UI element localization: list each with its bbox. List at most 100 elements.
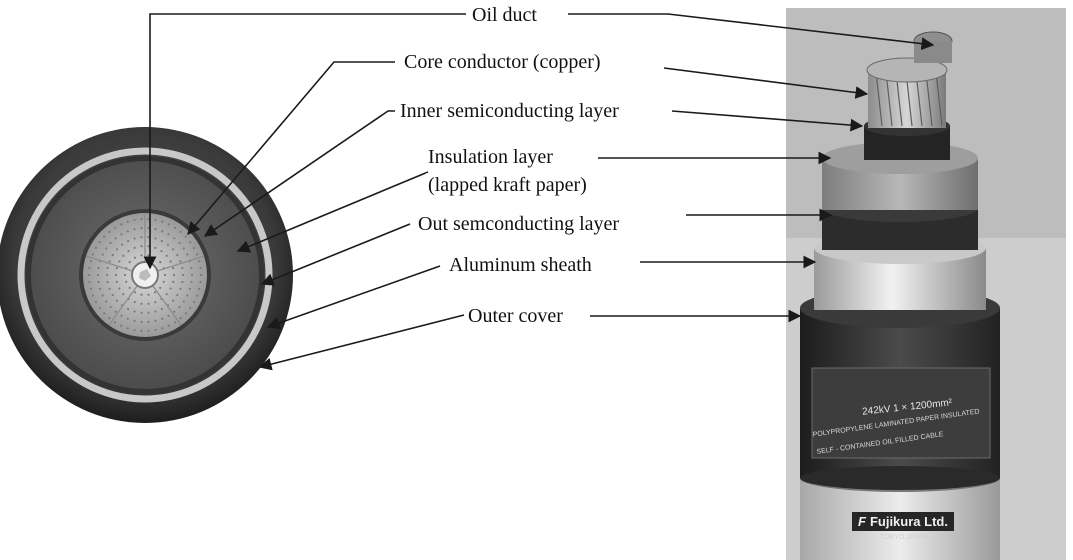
core-strand-dot <box>178 305 181 309</box>
core-strand-dot <box>108 317 111 320</box>
core-strand-dot <box>179 317 182 320</box>
core-strand-dot <box>125 280 128 283</box>
core-strand-dot <box>133 218 136 222</box>
core-strand-dot <box>113 321 117 324</box>
core-strand-dot <box>122 293 125 296</box>
leader-sheath-left <box>266 265 441 330</box>
core-strand-dot <box>172 267 175 270</box>
core-strand-dot <box>186 294 189 297</box>
core-strand-dot <box>133 328 136 332</box>
core-strand-dot <box>199 273 203 277</box>
leader-insulation-left <box>236 171 429 253</box>
core-strand-dot <box>103 312 106 315</box>
brand-f-icon: F <box>858 514 866 529</box>
core-strand-dot <box>140 329 143 332</box>
core-strand-dot <box>140 293 143 296</box>
core-strand-dot <box>126 220 129 223</box>
core-strand-dot <box>172 280 175 283</box>
core-strand-dot <box>121 243 124 246</box>
core-strand-dot <box>161 230 164 233</box>
core-strand-dot <box>147 302 150 305</box>
core-strand-dot <box>140 302 143 305</box>
label-oil-duct: Oil duct <box>470 3 539 27</box>
core-strand-dot <box>109 305 112 309</box>
core-strand-dot <box>140 227 143 230</box>
core-strand-dot <box>123 273 127 277</box>
core-strand-dot <box>126 317 129 320</box>
core-strand-dot <box>115 299 118 302</box>
core-strand-dot <box>96 273 100 277</box>
label-insulation-line1: Insulation layer <box>426 145 555 169</box>
core-strand-dot <box>172 248 175 251</box>
cable-side-photo-drawing <box>786 8 1066 560</box>
core-strand-dot <box>162 280 165 283</box>
core-strand-dot <box>94 300 97 304</box>
core-strand-dot <box>154 246 157 249</box>
core-strand-dot <box>193 246 196 250</box>
core-strand-dot <box>111 293 114 297</box>
core-strand-dot <box>115 267 118 270</box>
core-strand-dot <box>161 327 164 330</box>
core-strand-dot <box>99 287 102 290</box>
core-strand-dot <box>154 237 157 240</box>
core-strand-dot <box>147 227 150 230</box>
core-strand-dot <box>173 226 177 229</box>
core-strand-dot <box>147 320 150 323</box>
core-strand-dot <box>189 306 192 309</box>
core-strand-dot <box>169 287 172 290</box>
core-strand-dot <box>199 266 202 270</box>
core-strand-dot <box>114 273 118 277</box>
core-strand-dot <box>133 291 137 294</box>
core-strand-dot <box>154 228 157 231</box>
core-strand-dot <box>181 273 185 277</box>
core-strand-dot <box>88 266 91 270</box>
core-strand-dot <box>165 254 168 257</box>
core-strand-dot <box>186 253 189 256</box>
core-strand-dot <box>89 260 92 263</box>
core-strand-dot <box>133 237 136 240</box>
core-strand-dot <box>98 306 101 309</box>
core-strand-dot <box>133 256 137 259</box>
leader-inner-right <box>671 110 864 132</box>
core-strand-dot <box>108 287 111 290</box>
core-strand-dot <box>133 301 136 304</box>
photo-label-band <box>811 367 991 459</box>
core-strand-dot <box>114 237 117 240</box>
core-strand-dot <box>140 245 143 248</box>
core-strands <box>87 218 203 332</box>
core-strand-dot <box>91 253 94 256</box>
core-strand-dot <box>179 287 182 290</box>
core-strand-dot <box>167 233 170 236</box>
label-aluminum-sheath: Aluminum sheath <box>447 253 594 277</box>
core-strand-dot <box>167 223 170 226</box>
core-strand-dot <box>161 220 164 223</box>
core-strand-dot <box>115 248 118 251</box>
brand-location-text: TOKYO JAPAN <box>880 534 929 541</box>
core-strand-dot <box>153 291 157 294</box>
core-strand-dot <box>190 266 193 270</box>
core-strand-dot <box>169 260 172 263</box>
core-strand-dot <box>103 235 106 238</box>
core-strand-dot <box>101 294 104 297</box>
label-core-conductor: Core conductor (copper) <box>402 50 603 74</box>
core-strand-dot <box>161 317 164 320</box>
core-strand-dot <box>140 311 143 314</box>
core-strand-dot <box>198 287 201 290</box>
core-strand-dot <box>193 300 196 304</box>
core-strand-dot <box>105 300 108 303</box>
core-strand-dot <box>147 254 150 257</box>
leader-outer-left <box>258 314 465 371</box>
core-strand-dot <box>147 329 150 332</box>
core-strand-dot <box>167 314 170 317</box>
core-strand-dot <box>160 239 163 243</box>
core-strand-dot <box>97 266 100 270</box>
core-strand-dot <box>126 327 129 330</box>
core-strand-dot <box>189 241 192 244</box>
core-strand-dot <box>147 218 150 221</box>
core-strand-dot <box>127 307 130 311</box>
core-strand-dot <box>97 280 100 284</box>
core-strand-dot <box>181 280 184 284</box>
leader-inner-left <box>203 110 395 237</box>
